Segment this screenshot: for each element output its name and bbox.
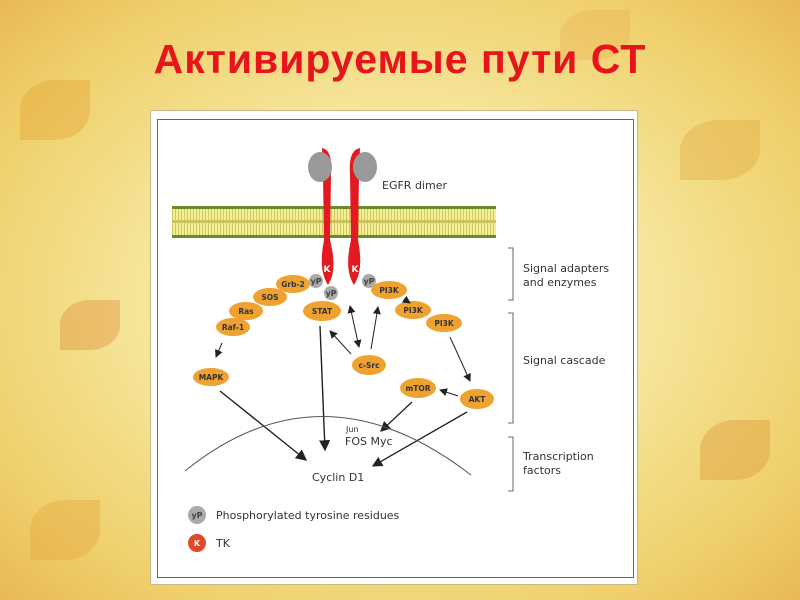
svg-text:PI3K: PI3K [379,286,400,295]
svg-text:Raf-1: Raf-1 [222,323,244,332]
egfr-receptor-left [308,148,334,285]
legend: yP Phosphorylated tyrosine residues K TK [188,506,400,552]
svg-text:AKT: AKT [469,395,487,404]
kinase-label-left: K [324,265,332,275]
svg-text:PI3K: PI3K [403,306,424,315]
cyclin-d1-label: Cyclin D1 [312,471,364,484]
cell-membrane [172,206,496,238]
node-pi3k-1: PI3K [371,281,407,299]
svg-text:K: K [194,539,201,548]
kinase-legend-label: TK [215,537,231,550]
svg-text:Grb-2: Grb-2 [281,280,305,289]
svg-text:Ras: Ras [238,307,254,316]
svg-text:and enzymes: and enzymes [523,276,597,289]
node-mtor: mTOR [400,378,436,398]
egfr-receptor-right [348,148,377,285]
phospho-legend-icon [188,506,206,524]
section-labels: Signal adapters and enzymes Signal casca… [522,262,609,477]
kinase-label-right: K [352,265,360,275]
signal-nodes: Grb-2 SOS Ras Raf-1 STAT PI3K PI3K PI3K … [193,275,494,409]
node-pi3k-2: PI3K [395,301,431,319]
jun-label: Jun [345,425,359,434]
node-csrc: c-Src [352,355,386,375]
arrows [215,295,471,467]
svg-text:Transcription: Transcription [522,450,594,463]
fos-myc-label: FOS Myc [345,435,393,448]
nuclear-membrane [184,416,472,476]
svg-text:yP: yP [325,289,336,298]
svg-text:MAPK: MAPK [199,373,225,382]
node-akt: AKT [460,389,494,409]
section-brackets [508,247,514,492]
svg-text:yP: yP [363,277,374,286]
node-grb2: Grb-2 [276,275,310,293]
svg-text:mTOR: mTOR [405,384,430,393]
svg-text:c-Src: c-Src [358,361,379,370]
node-mapk: MAPK [193,368,229,386]
slide-title: Активируемые пути СТ [153,36,647,82]
phospho-sites: yP yP yP [309,274,376,300]
svg-text:yP: yP [310,277,321,286]
node-sos: SOS [253,288,287,306]
svg-text:Signal cascade: Signal cascade [523,354,606,367]
svg-text:Signal adapters: Signal adapters [523,262,609,275]
node-ras: Ras [229,302,263,320]
svg-text:SOS: SOS [261,293,278,302]
svg-text:STAT: STAT [312,307,333,316]
diagram-frame [150,110,638,585]
svg-text:PI3K: PI3K [434,319,455,328]
phospho-legend-label: Phosphorylated tyrosine residues [216,509,400,522]
node-stat: STAT [303,301,341,321]
node-raf1: Raf-1 [216,318,250,336]
svg-text:factors: factors [523,464,561,477]
node-pi3k-3: PI3K [426,314,462,332]
svg-text:yP: yP [191,511,202,520]
egfr-dimer-label: EGFR dimer [382,179,447,192]
kinase-legend-icon [188,534,206,552]
